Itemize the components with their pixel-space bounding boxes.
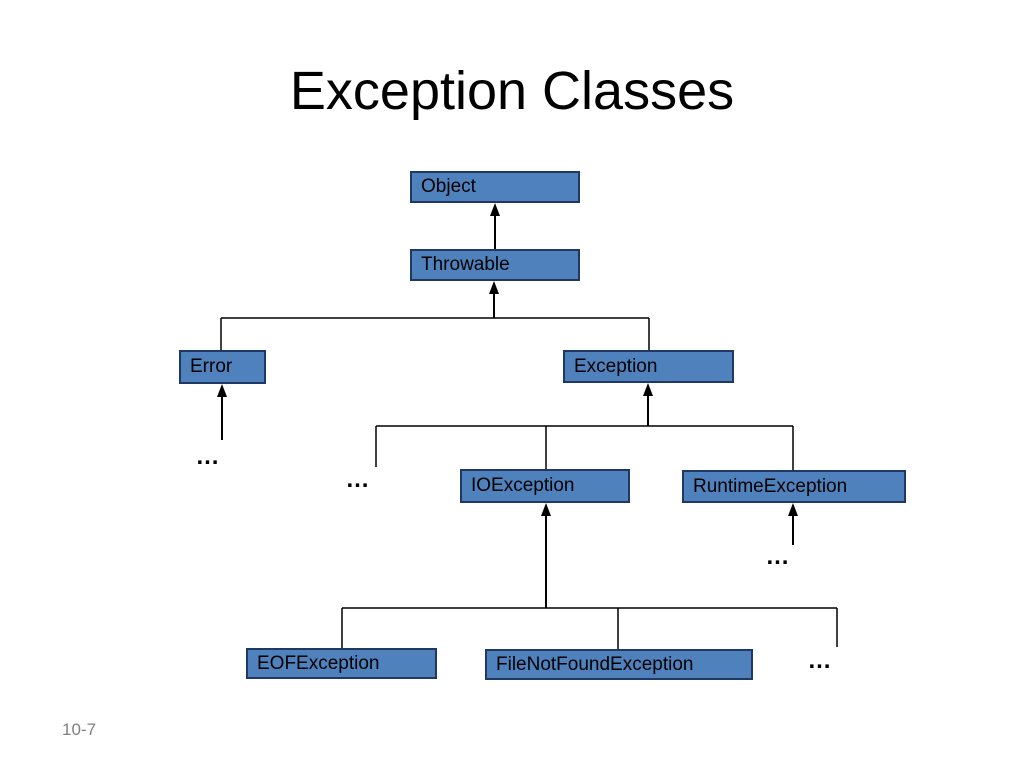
arrowhead-to-object [490,203,500,216]
class-node-ioexception: IOException [460,469,630,503]
slide-page-number: 10-7 [62,720,97,739]
class-node-label: EOFException [257,652,380,674]
class-node-filenotfoundexception: FileNotFoundException [485,649,753,680]
class-node-label: Error [190,356,233,377]
slide-title: Exception Classes [289,61,735,121]
arrowhead-to-throwable [489,281,499,294]
class-node-label: Object [421,176,476,197]
class-node-object: Object [410,171,580,203]
arrowhead-to-exception [643,383,653,396]
ellipsis-exception-subclasses: … [345,466,371,493]
class-node-runtimeexception: RuntimeException [682,470,906,503]
arrowhead-to-runtimeexception [788,503,798,516]
ellipsis-runtimeexception-subclasses: … [765,543,791,570]
class-node-throwable: Throwable [410,249,580,281]
arrowhead-to-ioexception [541,503,551,516]
class-node-label: FileNotFoundException [496,653,694,675]
class-node-label: IOException [471,475,575,496]
ellipsis-ioexception-subclasses: … [807,647,833,674]
class-node-label: RuntimeException [693,475,848,497]
class-node-eofexception: EOFException [246,648,437,679]
class-node-error: Error [179,350,266,384]
class-node-exception: Exception [563,350,734,383]
arrowhead-to-error [217,384,227,397]
class-node-label: Exception [574,355,658,377]
ellipsis-error-subclasses: … [195,443,221,470]
class-node-label: Throwable [421,254,510,275]
